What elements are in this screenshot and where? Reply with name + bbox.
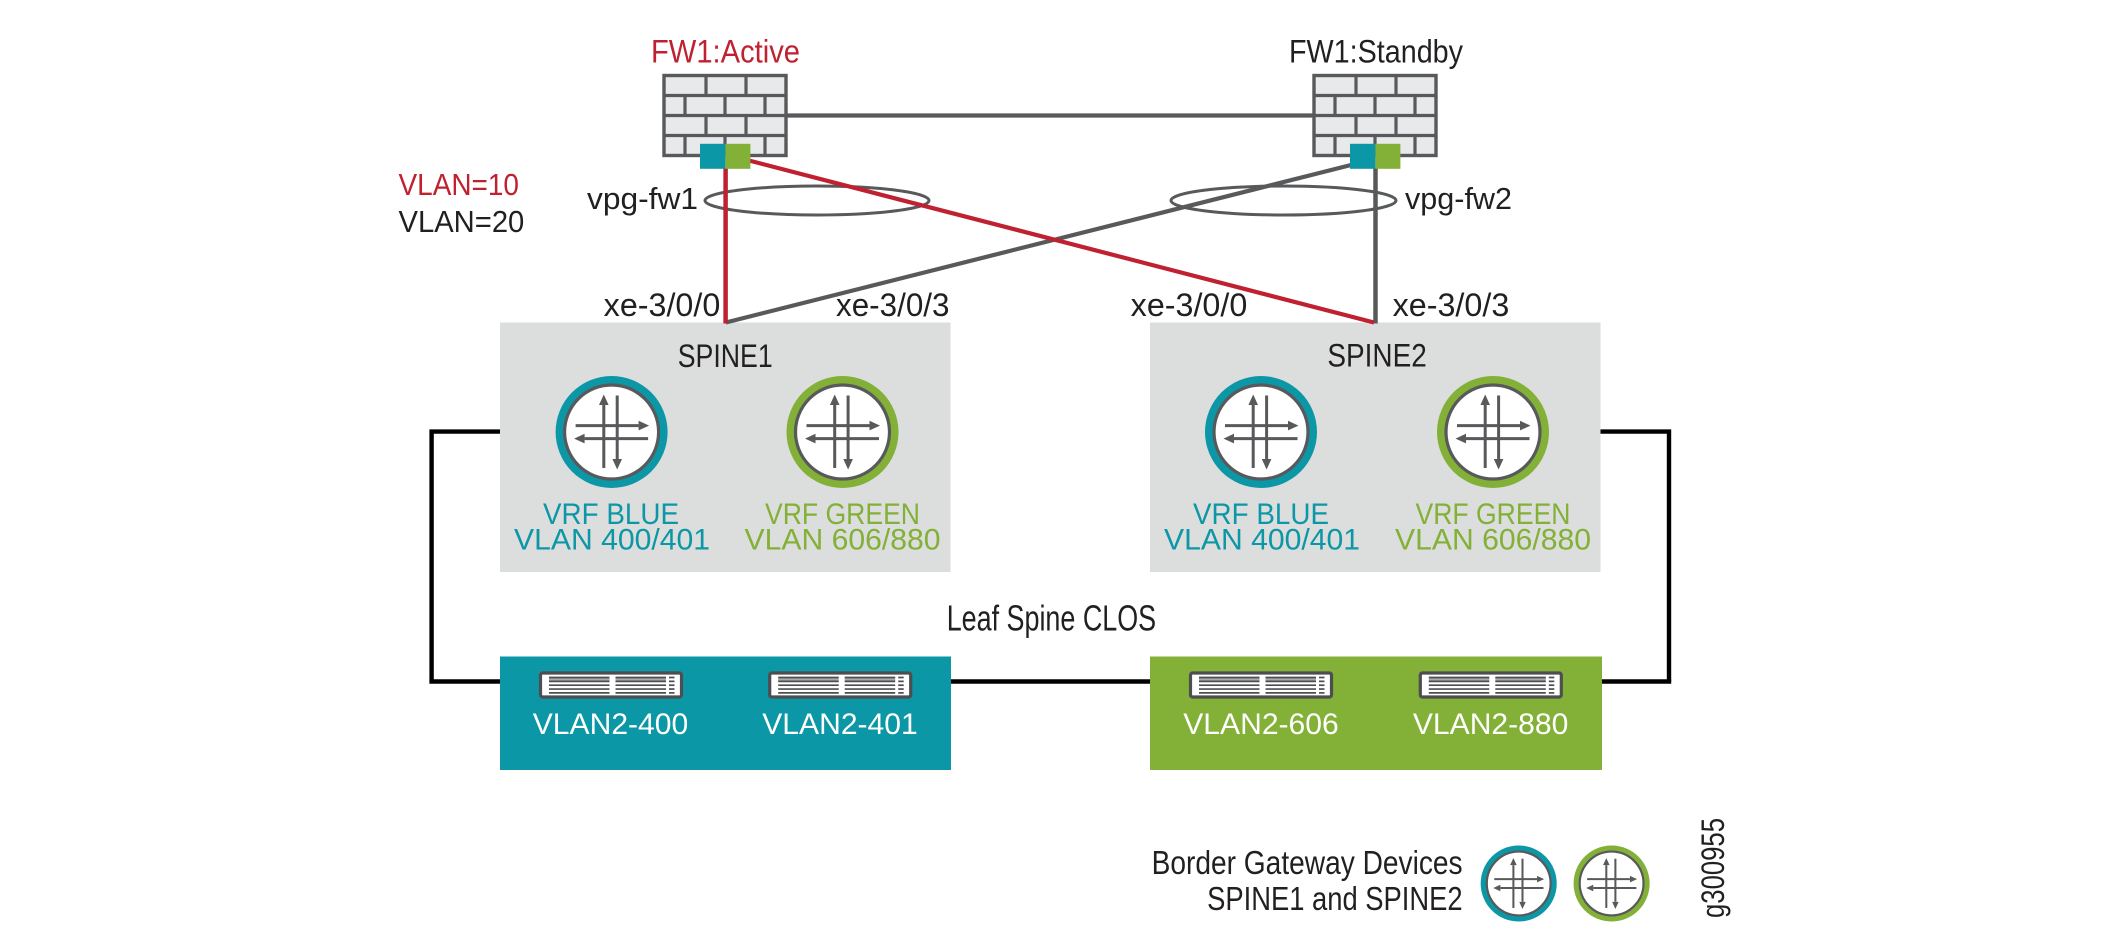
svg-text:VLAN 400/401: VLAN 400/401 xyxy=(1164,524,1360,557)
svg-text:xe-3/0/0: xe-3/0/0 xyxy=(1131,287,1248,323)
svg-text:VRF BLUE: VRF BLUE xyxy=(543,498,679,531)
svg-text:Leaf Spine CLOS: Leaf Spine CLOS xyxy=(947,598,1156,639)
svg-text:VLAN=10: VLAN=10 xyxy=(399,167,520,202)
svg-text:SPINE1: SPINE1 xyxy=(678,338,773,374)
svg-text:SPINE1 and SPINE2: SPINE1 and SPINE2 xyxy=(1207,880,1463,917)
svg-text:xe-3/0/0: xe-3/0/0 xyxy=(604,287,721,323)
svg-text:FW1:Active: FW1:Active xyxy=(651,33,800,69)
svg-text:VLAN=20: VLAN=20 xyxy=(399,204,525,239)
svg-text:VLAN 606/880: VLAN 606/880 xyxy=(745,524,941,557)
svg-text:VLAN2-401: VLAN2-401 xyxy=(762,708,918,741)
svg-text:VLAN 400/401: VLAN 400/401 xyxy=(514,524,710,557)
svg-text:VLAN2-400: VLAN2-400 xyxy=(533,708,689,741)
svg-text:SPINE2: SPINE2 xyxy=(1327,338,1426,374)
svg-text:FW1:Standby: FW1:Standby xyxy=(1289,33,1463,69)
svg-text:VLAN2-606: VLAN2-606 xyxy=(1183,708,1339,741)
svg-text:xe-3/0/3: xe-3/0/3 xyxy=(836,287,950,323)
svg-text:xe-3/0/3: xe-3/0/3 xyxy=(1393,287,1510,323)
svg-text:vpg-fw2: vpg-fw2 xyxy=(1405,181,1512,216)
svg-text:VRF GREEN: VRF GREEN xyxy=(765,498,920,531)
svg-text:vpg-fw1: vpg-fw1 xyxy=(587,181,698,216)
svg-text:VLAN2-880: VLAN2-880 xyxy=(1413,708,1569,741)
svg-text:Border Gateway Devices: Border Gateway Devices xyxy=(1152,844,1463,881)
svg-text:g300955: g300955 xyxy=(1695,818,1731,918)
svg-text:VRF BLUE: VRF BLUE xyxy=(1193,498,1329,531)
svg-text:VRF GREEN: VRF GREEN xyxy=(1416,498,1571,531)
svg-text:VLAN 606/880: VLAN 606/880 xyxy=(1395,524,1591,557)
